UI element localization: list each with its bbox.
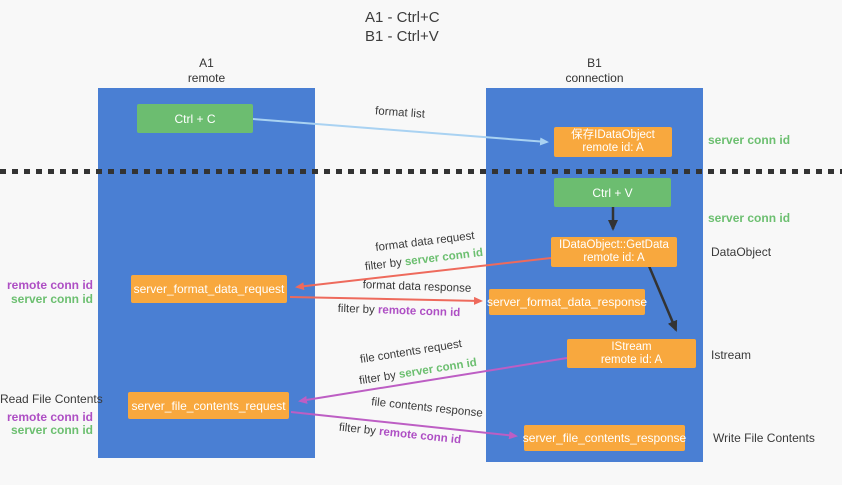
remote-conn-id-text: remote conn id <box>378 425 462 447</box>
server-format-data-response-box: server_format_data_response <box>486 289 648 315</box>
server-format-data-request-box: server_format_data_request <box>131 275 287 303</box>
server-file-contents-response-box: server_file_contents_response <box>522 425 687 451</box>
server-file-contents-request-label: server_file_contents_request <box>131 398 286 413</box>
remote-conn-id-text: remote conn id <box>377 304 461 320</box>
istream-box: IStream remote id: A <box>567 339 696 368</box>
filter-by-text: filter by <box>358 369 397 388</box>
ctrl-v-label: Ctrl + V <box>592 185 633 200</box>
server-file-contents-request-box: server_file_contents_request <box>128 392 289 419</box>
server-conn-id-text: server conn id <box>404 246 484 269</box>
istream-line1: IStream <box>611 340 652 353</box>
filter-by-text: filter by <box>337 302 375 317</box>
remote-conn-id-left-bottom: remote conn id <box>6 410 93 424</box>
lane-b1-subtitle: connection <box>565 71 624 85</box>
format-data-response-label: format data response <box>362 279 472 295</box>
server-conn-id-left-top: server conn id <box>10 292 93 306</box>
getdata-line1: IDataObject::GetData <box>559 239 669 251</box>
lane-a1-title: A1 <box>199 56 214 70</box>
server-format-data-request-label: server_format_data_request <box>133 282 285 296</box>
ctrl-c-box: Ctrl + C <box>137 104 253 133</box>
lane-header-b1: B1 connection <box>486 56 703 86</box>
filter-by-text: filter by <box>364 256 403 274</box>
lane-b1-title: B1 <box>587 56 602 70</box>
remote-conn-id-left-top: remote conn id <box>6 278 93 292</box>
istream-line2: remote id: A <box>600 353 663 366</box>
write-file-contents-label: Write File Contents <box>713 431 815 445</box>
dataobject-side-label: DataObject <box>711 245 772 259</box>
server-format-data-response-label: server_format_data_response <box>486 295 648 309</box>
session-divider-dotted-line <box>0 169 842 174</box>
server-file-contents-response-label: server_file_contents_response <box>522 431 687 445</box>
filter-by-text: filter by <box>338 421 377 438</box>
server-conn-id-text: server conn id <box>398 356 478 381</box>
format-data-response-arrow <box>289 296 483 305</box>
server-conn-id-left-bottom: server conn id <box>10 423 93 437</box>
lane-header-a1: A1 remote <box>98 56 315 86</box>
save-idataobject-line2: remote id: A <box>582 142 644 154</box>
title-line-1: A1 - Ctrl+C <box>365 9 440 26</box>
lane-a1-subtitle: remote <box>187 71 226 85</box>
file-contents-response-label: file contents response <box>370 396 484 420</box>
diagram-title: A1 - Ctrl+C B1 - Ctrl+V <box>365 8 440 46</box>
ctrl-c-label: Ctrl + C <box>174 111 216 126</box>
save-idataobject-box: 保存IDataObject remote id: A <box>554 127 672 157</box>
idataobject-getdata-box: IDataObject::GetData remote id: A <box>551 237 677 267</box>
format-list-label: format list <box>374 105 426 121</box>
file-contents-response-filter-label: filter by remote conn id <box>326 420 474 447</box>
save-idataobject-line1: 保存IDataObject <box>571 129 655 141</box>
ctrl-v-box: Ctrl + V <box>554 178 671 207</box>
server-conn-id-right-middle: server conn id <box>708 211 791 225</box>
server-conn-id-right-top: server conn id <box>708 133 791 147</box>
title-line-2: B1 - Ctrl+V <box>365 28 439 45</box>
istream-side-label: Istream <box>711 348 752 362</box>
format-data-response-filter-label: filter by remote conn id <box>325 302 473 319</box>
read-file-contents-label: Read File Contents <box>0 392 103 406</box>
getdata-line2: remote id: A <box>583 252 645 264</box>
